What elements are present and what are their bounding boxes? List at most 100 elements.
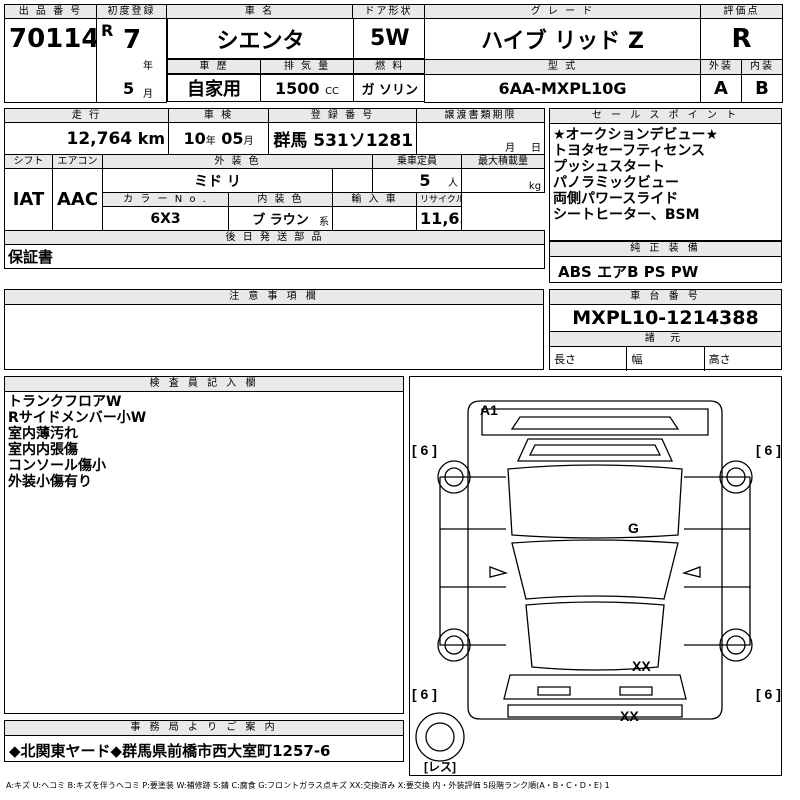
tag-a1: A1 [480,402,498,418]
tire-depth-front-right: [ 6 ] [756,686,781,702]
capacity-label: 乗車定員 [371,154,463,169]
sales-point-item: 両側パワースライド [553,191,679,207]
fuel-label: 燃 料 [353,59,425,74]
capacity-value: 5 [419,171,431,190]
first-reg-cell: R 7 年 5 月 [96,18,167,103]
interior-color-value: ブ ラウン [252,213,309,228]
color-no-value: 6X3 [102,206,229,231]
displacement-label: 排 気 量 [260,59,354,74]
color-no-label: カ ラ ー N o . [102,192,229,207]
sales-points-label: セ ー ル ス ポ イ ン ト [550,109,781,124]
chassis-label: 車 台 番 号 [550,290,781,305]
shift-value: IAT [4,168,53,231]
inspector-note-line: コンソール傷小 [8,458,106,474]
tag-xx-bumper: XX [620,708,639,724]
first-reg-label: 初度登録 [96,4,167,19]
model-value: 6AA-MXPL10G [424,73,701,103]
windshield [511,539,679,600]
tire-rear-right [719,460,753,494]
body-outline [467,400,723,720]
color-value: ミド リ [102,168,333,193]
ac-value: AAC [52,168,103,231]
lot-number: 70114 [4,18,97,59]
plate-label: 登 録 番 号 [267,108,418,123]
displacement-value: 1500 [274,78,320,98]
office-label: 事 務 局 よ り ご 案 内 [5,721,403,736]
tag-g: G [628,520,639,536]
vehicle-diagram: A1 G XX XX [ 6 ] [ 6 ] [ 6 ] [ 6 ] [レス] [412,400,781,774]
transfer-day-unit: 日 [531,143,542,154]
history-label: 車 歴 [167,59,261,74]
mileage-value: 12,764 [66,128,133,149]
sales-points-list: ★オークションデビュー★トヨタセーフティセンスプッシュスタートパノラミックビュー… [550,124,781,223]
vehicle-diagram-panel: A1 G XX XX [ 6 ] [ 6 ] [ 6 ] [ 6 ] [レス] [409,376,782,776]
delivery-label: 後 日 発 送 部 品 [3,230,546,245]
insp-year-unit: 年 [205,136,216,147]
dimension-row: 長さ 幅 高さ [550,347,781,371]
width-label: 幅 [627,347,705,371]
history-value: 自家用 [167,74,261,102]
sales-point-item: トヨタセーフティセンス [553,143,706,159]
fuel-value: ガ ソリン [353,74,425,102]
load-unit: kg [461,168,546,193]
transfer-month-unit: 月 [505,143,516,154]
interior-label: 内装 [741,58,783,75]
km-unit: km [137,128,165,148]
interior-color-cell: ブ ラウン系 [228,206,333,231]
tire-depth-front-left: [ 6 ] [412,686,437,702]
shift-label: シフト [4,154,53,169]
load-label: 最大積載量 [461,154,546,169]
cc-unit: CC [325,85,340,97]
sales-points-panel: セ ー ル ス ポ イ ン ト ★オークションデビュー★トヨタセーフティセンスプ… [549,108,782,241]
inspector-note-line: 室内薄汚れ [8,426,78,442]
sales-point-item: プッシュスタート [553,159,665,175]
office-value: ◆北関東ヤード◆群馬県前橋市西大室町1257-6 [9,742,331,760]
spec-table: 走 行 車 検 登 録 番 号 譲渡書類期限 12,764 km 10年 05月… [3,108,546,269]
ac-label: エアコン [52,154,103,169]
era: R [101,21,114,40]
month-unit: 月 [143,89,153,100]
import-label: 輸 入 車 [331,192,418,207]
office-panel: 事 務 局 よ り ご 案 内 ◆北関東ヤード◆群馬県前橋市西大室町1257-6 [4,720,404,762]
capacity-unit: 人 [448,178,459,189]
inspector-note-line: トランクフロアW [8,394,122,410]
displacement-cell: 1500 CC [260,74,354,102]
spare-label: [レス] [424,760,456,774]
delivery-value: 保証書 [3,244,546,269]
inspector-note-line: 室内内張傷 [8,442,78,458]
recycle-cell: 11,650円 [416,206,463,231]
inspector-note-line: Rサイドメンバー小W [8,410,147,426]
insp-month-unit: 月 [243,136,254,147]
reg-month: 5 [123,79,135,98]
exterior-label: 外装 [700,58,742,75]
inspector-note-line: 外装小傷有り [8,474,92,490]
hood [525,601,665,671]
recycle-label: リサイクル預託金 [416,192,463,207]
equipment-label: 純 正 装 備 [550,242,781,257]
height-label: 高さ [708,353,731,366]
sales-point-item: シートヒーター、BSM [553,207,700,223]
chassis-panel: 車 台 番 号 MXPL10-1214388 諸 元 長さ 幅 高さ [549,289,782,371]
exterior-value: A [700,73,742,103]
door-label: ドア形状 [352,4,425,19]
insp-year: 10 [183,129,206,148]
insp-month: 05 [221,129,244,148]
length-label: 長さ [550,347,628,371]
reg-year: 7 [123,25,142,55]
notes-label: 注 意 事 項 欄 [5,290,543,305]
grade-value: ハイブ リッド Z [424,18,701,60]
door-type: 5W [353,19,425,59]
equipment-value: ABS エアB PS PW [558,263,699,281]
score-value: R [700,18,783,60]
spare-tire [415,712,465,762]
color-label: 外 装 色 [102,154,373,169]
tire-front-left [437,628,471,662]
inspector-label: 検 査 員 記 入 欄 [5,377,403,392]
tire-rear-left [437,460,471,494]
sales-point-item: ★オークションデビュー★ [553,127,719,143]
transfer-label: 譲渡書類期限 [416,108,546,123]
lot-label: 出 品 番 号 [4,4,97,19]
year-unit: 年 [143,61,153,72]
tag-xx-front: XX [632,658,651,674]
